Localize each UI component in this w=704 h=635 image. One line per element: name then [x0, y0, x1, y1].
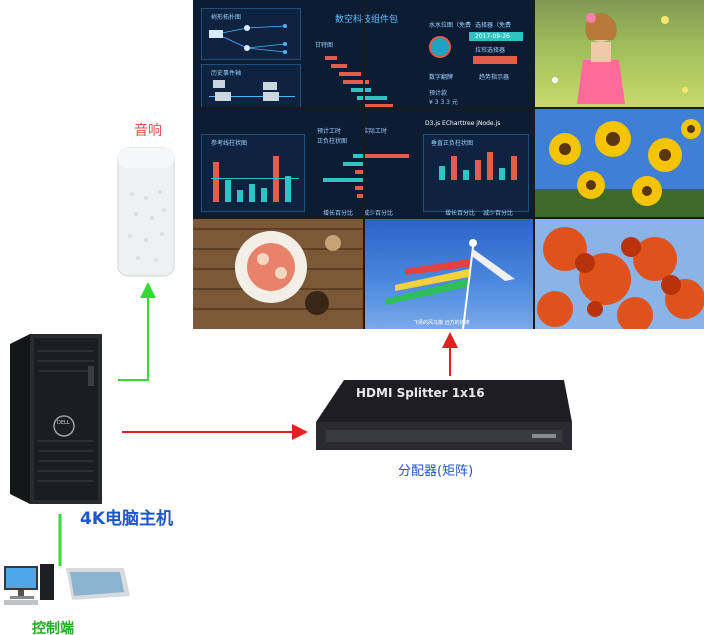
- pull-select: [473, 56, 517, 64]
- dashboard-title: 数空科技组件包: [335, 15, 399, 25]
- panel-gantt-title: 甘特图: [315, 42, 334, 49]
- amount-value: ¥ 3 3 3 元: [429, 99, 458, 106]
- flags-caption: 飞扬的风马旗 远方的祈祷: [413, 320, 470, 326]
- photo-sunflowers: [535, 109, 704, 217]
- amount-label: 预计款: [429, 90, 448, 97]
- water-gauge: [429, 36, 451, 58]
- speaker-device: [117, 147, 175, 277]
- panel-history-title: 历史事件轴: [211, 70, 242, 77]
- food-image: [193, 219, 363, 329]
- prayer-flags-image: [385, 239, 515, 329]
- ref-bar-chart: [211, 150, 299, 202]
- d3-label: D3.js ECharttree jNode.js: [425, 120, 501, 127]
- panel-select-title: 选择器（免费: [475, 22, 512, 29]
- panel-pull-title: 拉帘选择器: [475, 47, 506, 54]
- bezel-seam: [193, 107, 704, 109]
- panel-ref-title: 参考线柱状图: [211, 140, 248, 147]
- sunflowers-image: [535, 119, 704, 217]
- date-value: 2017-09-26: [475, 33, 510, 40]
- legend-down-2: 减少百分比: [483, 210, 514, 217]
- dell-logo: DELL: [57, 420, 70, 426]
- autumn-image: [537, 227, 704, 329]
- topology-graph: [209, 24, 287, 54]
- girl-image: [552, 13, 688, 104]
- splitter-brand: HDMI Splitter 1x16: [356, 386, 485, 400]
- panel-topology-title: 树形拓扑图: [211, 14, 242, 21]
- pc-label: 4K电脑主机: [80, 509, 174, 529]
- video-wall: 树形拓扑图 历史事件轴 数空科技组件包 甘特图: [193, 0, 704, 329]
- splitter-label: 分配器(矩阵): [398, 464, 474, 479]
- panel-trend-title: 趋势指示器: [479, 74, 510, 81]
- panel-water-title: 水水位图（免费: [429, 22, 472, 29]
- panel-vposneg-title: 垂直正负柱状图: [431, 140, 474, 147]
- panel-digital-title: 数字翻牌: [429, 74, 454, 81]
- legend-up-2: 增长百分比: [445, 210, 476, 217]
- photo-food: [193, 219, 363, 329]
- arrow-pc-to-speaker: [118, 282, 156, 381]
- control-label: 控制端: [32, 621, 74, 635]
- photo-girl: [535, 0, 704, 107]
- legend-up-1: 增长百分比: [323, 210, 354, 217]
- speaker-label: 音响: [134, 123, 162, 139]
- panel-posneg-title: 正负柱状图: [317, 138, 348, 145]
- legend-real: 实际工时: [363, 128, 388, 135]
- hdmi-splitter: [316, 380, 572, 450]
- bezel-seam: [533, 0, 535, 329]
- legend-down-1: 减少百分比: [363, 210, 394, 217]
- bezel-seam: [363, 0, 365, 329]
- legend-plan: 预计工时: [317, 128, 342, 135]
- control-devices: [4, 564, 130, 605]
- date-select: [469, 32, 523, 41]
- pc-tower: [10, 334, 102, 504]
- vposneg-chart: [437, 150, 523, 200]
- photo-prayer-flags: 飞扬的风马旗 远方的祈祷: [365, 219, 533, 329]
- bezel-seam: [193, 217, 704, 219]
- photo-autumn: [535, 219, 704, 329]
